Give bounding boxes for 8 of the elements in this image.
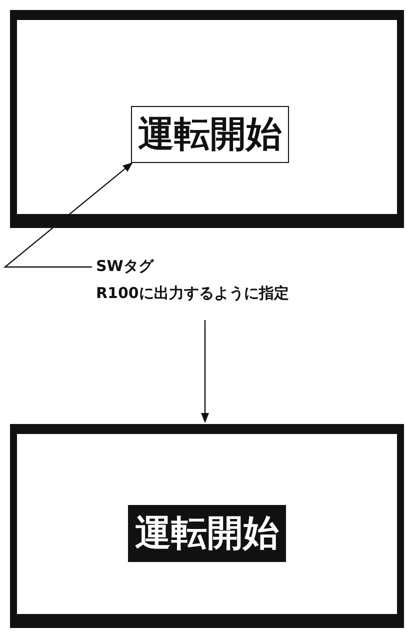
switch-label: 運転開始 [131, 106, 289, 163]
screen-frame [10, 424, 404, 628]
leader-line [201, 320, 209, 423]
annotation-text: SWタグ [96, 256, 155, 277]
leader-line [3, 162, 133, 268]
highlighted-switch-label: 運転開始 [128, 505, 286, 562]
screen-frame [10, 10, 404, 228]
annotation-text: R100に出力するように指定 [96, 283, 290, 304]
